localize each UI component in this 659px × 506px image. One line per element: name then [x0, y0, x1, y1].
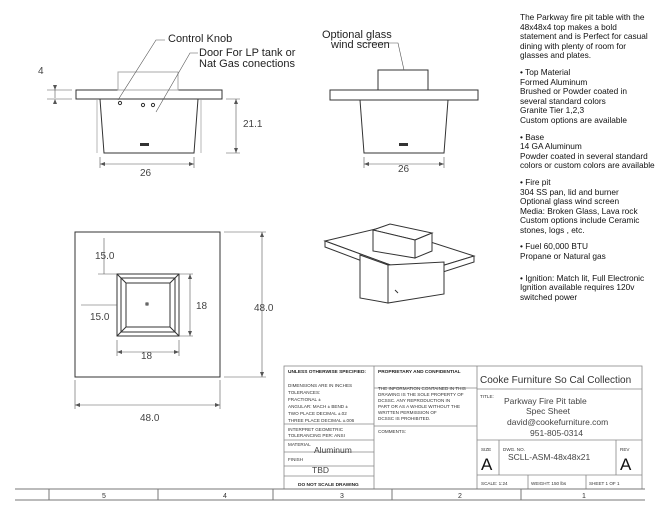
zone-3: 3: [340, 493, 344, 500]
notes-intro: The Parkway fire pit table with the 48x4…: [520, 12, 648, 61]
tb-weight: WEIGHT: 150 lbs: [531, 481, 567, 486]
notes-line: • Fuel 60,000 BTU: [520, 241, 588, 252]
dim-left-offset: 15.0: [90, 312, 110, 323]
tb-fractional: FRACTIONAL ±: [288, 397, 321, 402]
door-label-line1: Door For LP tank or: [199, 47, 296, 59]
tb-dims-inches: DIMENSIONS ARE IN INCHES: [288, 383, 352, 388]
dim-top-offset: 15.0: [95, 251, 115, 262]
dim-base-width-front: 26: [140, 168, 152, 179]
iso-view: [323, 223, 476, 304]
tb-prop-line-6: DCSSC IS PROHIBITED.: [378, 416, 430, 421]
tb-interpret-2: TOLERANCING PER: ANSI: [288, 433, 345, 438]
notes-line: Optional glass wind screen: [520, 196, 620, 207]
tb-unless-specified: UNLESS OTHERWISE SPECIFIED:: [288, 369, 366, 375]
notes-line: Propane or Natural gas: [520, 251, 606, 262]
notes-line: • Ignition: Match lit, Full Electronic I…: [520, 272, 645, 302]
zone-2: 2: [458, 493, 462, 500]
tb-three-place: THREE PLACE DECIMAL ±.006: [288, 418, 355, 423]
tb-title-line2: Spec Sheet: [526, 406, 571, 416]
notes-fire-pit: • Fire pit 304 SS pan, lid and burner Op…: [520, 176, 655, 236]
tb-prop-line-1: THE INFORMATION CONTAINED IN THIS: [378, 386, 466, 391]
tb-two-place: TWO PLACE DECIMAL ±.02: [288, 411, 347, 416]
dim-base-width-side: 26: [398, 164, 410, 175]
dim-pit-width: 18: [141, 351, 153, 362]
tb-angular: ANGULAR: MACH ± BEND ±: [288, 404, 348, 409]
tb-prop-line-4: PART OR AS A WHOLE WITHOUT THE: [378, 404, 460, 409]
notes-base: • Base 14 GA Aluminum Powder coated in s…: [520, 131, 655, 171]
control-knob-label: Control Knob: [168, 33, 232, 45]
tb-prop-line-2: DRAWING IS THE SOLE PROPERTY OF: [378, 392, 464, 397]
tb-phone: 951-805-0314: [530, 428, 583, 438]
tb-dwg-value: SCLL-ASM-48x48x21: [508, 452, 590, 462]
title-block-lines: [283, 365, 643, 490]
tb-finish-value: TBD: [312, 465, 329, 475]
tb-company: Cooke Furniture So Cal Collection: [480, 375, 631, 386]
notes-line: • Fire pit: [520, 176, 551, 187]
notes-fuel: • Fuel 60,000 BTU Propane or Natural gas: [520, 242, 655, 261]
tb-scale: SCALE: 1:24: [481, 481, 508, 486]
tb-prop-line-5: WRITTEN PERMISSION OF: [378, 410, 437, 415]
notes-line: Brushed or Powder coated in several stan…: [520, 86, 628, 106]
tb-dwg-label: DWG. NO.: [503, 447, 525, 452]
notes-line: • Top Material: [520, 66, 571, 77]
side-view: [329, 69, 479, 154]
dim-pit-height: 18: [196, 301, 208, 312]
tb-size-value: A: [481, 455, 493, 474]
title-block: UNLESS OTHERWISE SPECIFIED: DIMENSIONS A…: [288, 369, 632, 488]
dim-overall-depth: 48.0: [254, 303, 274, 314]
tb-proprietary: PROPRIETARY AND CONFIDENTIAL: [378, 369, 461, 375]
front-view: [75, 71, 223, 154]
tb-sheet: SHEET 1 OF 1: [589, 481, 620, 486]
tb-comments: COMMENTS:: [378, 429, 406, 434]
plan-view: [74, 231, 221, 378]
zone-4: 4: [223, 493, 227, 500]
dim-height: 21.1: [243, 119, 263, 130]
dim-overall-width: 48.0: [140, 413, 160, 424]
tb-title-label: TITLE:: [480, 394, 494, 399]
tb-prop-line-3: DCSSC. ANY REPRODUCTION IN: [378, 398, 450, 403]
optional-glass-label-line1: Optional glass: [322, 29, 392, 41]
notes-ignition: • Ignition: Match lit, Full Electronic I…: [520, 272, 655, 303]
notes-line: Formed Aluminum: [520, 76, 588, 87]
zone-5: 5: [102, 493, 106, 500]
sheet-border: [15, 488, 645, 501]
optional-glass-label-line2: wind screen: [330, 39, 390, 51]
door-label-line2: Nat Gas conections: [199, 58, 295, 70]
notes-line: • Base: [520, 131, 545, 142]
tb-finish-label: FINISH: [288, 457, 303, 462]
notes-line: Powder coated in several standard colors…: [520, 150, 655, 171]
tb-email: david@cookefurniture.com: [507, 417, 608, 427]
dim-top-thickness: 4: [38, 66, 44, 77]
notes-line: Custom options are available: [520, 114, 627, 125]
tb-tolerances: TOLERANCES:: [288, 390, 320, 395]
notes-top-material: • Top Material Formed Aluminum Brushed o…: [520, 66, 655, 126]
notes-line: 14 GA Aluminum: [520, 141, 582, 152]
spec-notes: The Parkway fire pit table with the 48x4…: [520, 12, 655, 309]
zone-1: 1: [582, 493, 586, 500]
tb-title-line1: Parkway Fire Pit table: [504, 396, 587, 406]
tb-material-label: MATERIAL: [288, 442, 311, 447]
notes-line: 304 SS pan, lid and burner: [520, 186, 619, 197]
tb-interpret-1: INTERPRET GEOMETRIC: [288, 427, 344, 432]
tb-size-label: SIZE: [481, 447, 491, 452]
notes-line: Media: Broken Glass, Lava rock: [520, 205, 638, 216]
tb-material-value: Aluminum: [314, 445, 352, 455]
tb-do-not-scale: DO NOT SCALE DRAWING: [298, 482, 359, 488]
notes-line: Custom options include Ceramic stones, l…: [520, 215, 640, 235]
notes-line: Granite Tier 1,2,3: [520, 105, 585, 116]
tb-rev-label: REV: [620, 447, 630, 452]
tb-rev-value: A: [620, 455, 632, 474]
